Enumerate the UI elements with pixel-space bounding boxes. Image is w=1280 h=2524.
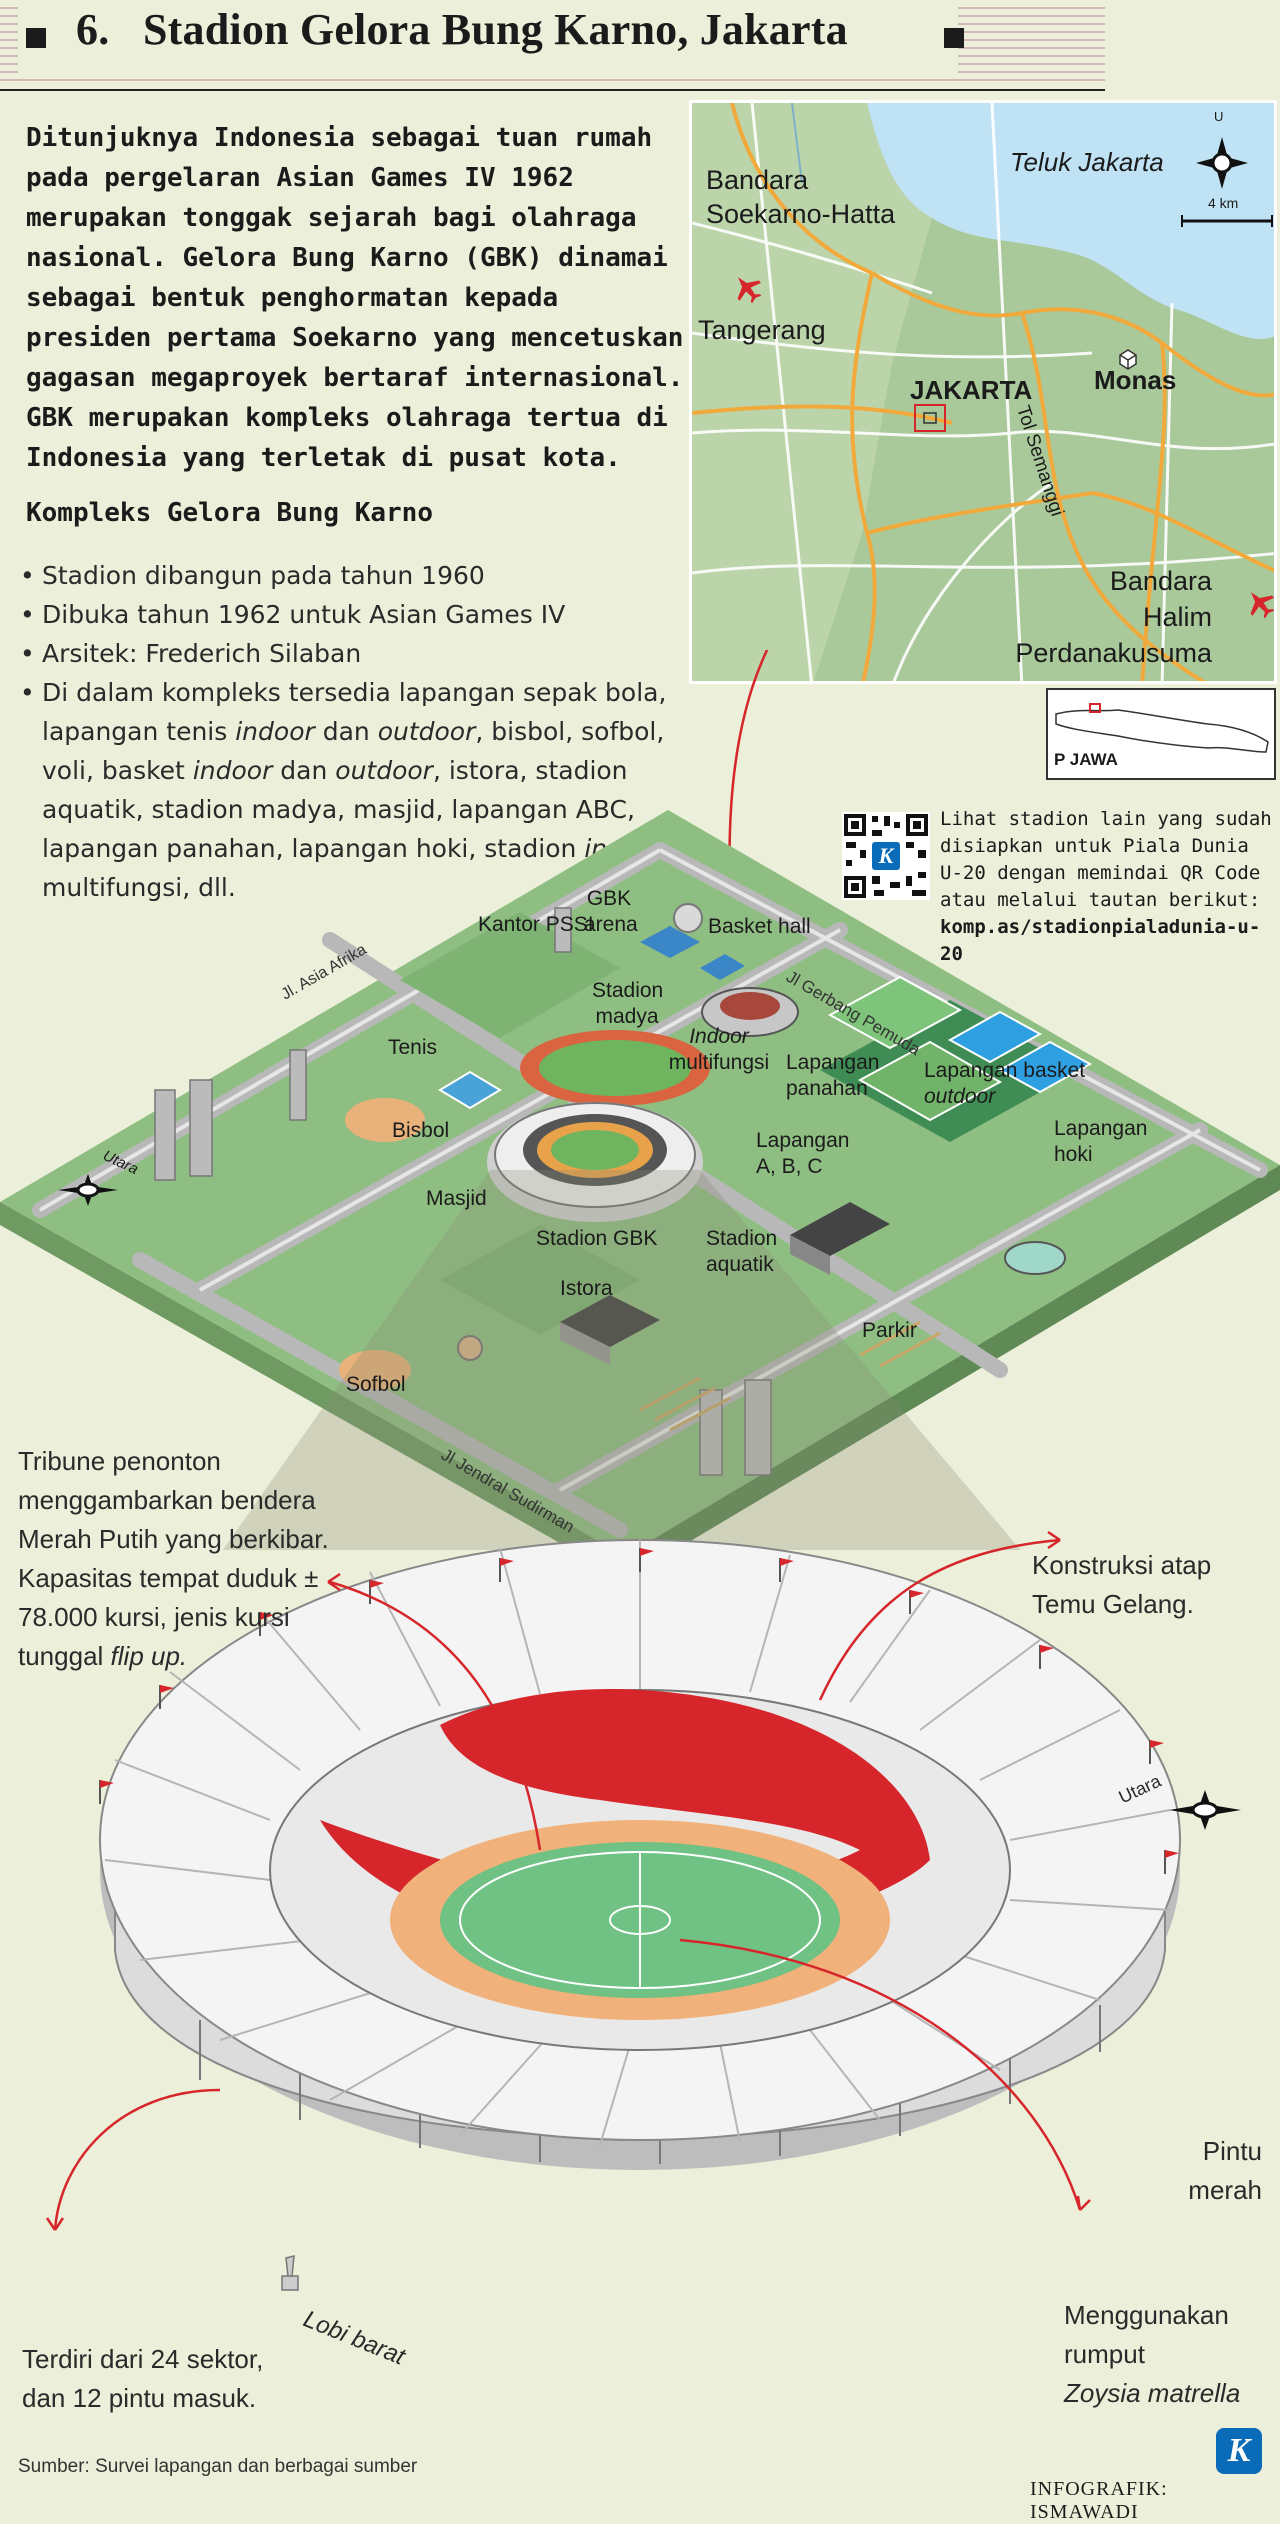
label-stadion-madya: Stadion madya	[592, 979, 664, 1028]
stadium-illustration	[45, 1530, 1241, 2291]
lobby-statue-icon	[281, 2255, 299, 2291]
compass-north-label: U	[1214, 109, 1224, 124]
flag-icon	[99, 1548, 1179, 1874]
label-masjid: Masjid	[426, 1187, 487, 1210]
compass-icon	[1169, 1790, 1241, 1830]
header-bar: 6. Stadion Gelora Bung Karno, Jakarta	[0, 0, 1105, 92]
kompas-logo-icon: K	[1216, 2428, 1262, 2474]
fact-item: Di dalam kompleks tersedia lapangan sepa…	[18, 673, 698, 907]
qr-caption: Lihat stadion lain yang sudah disiapkan …	[940, 806, 1280, 968]
pointer-arrow	[728, 650, 769, 886]
header-stripes	[0, 6, 1105, 91]
kompas-logo-icon: K	[878, 843, 895, 868]
scale-label: 4 km	[1208, 195, 1239, 211]
qr-code[interactable]: K	[842, 812, 930, 900]
callout-sectors: Terdiri dari 24 sektor, dan 12 pintu mas…	[22, 2344, 264, 2413]
complex-heading: Kompleks Gelora Bung Karno	[26, 498, 433, 528]
compass-icon	[58, 1174, 118, 1206]
java-inset-label: P JAWA	[1054, 750, 1118, 769]
label-lapangan-panahan: Lapangan panahan	[786, 1051, 880, 1100]
label-lapangan-abc: Lapangan A, B, C	[756, 1129, 850, 1178]
label-kantor-pssi: Kantor PSSI	[478, 913, 594, 936]
label-parkir: Parkir	[862, 1319, 917, 1342]
monas-label: Monas	[1094, 365, 1177, 395]
label-tenis: Tenis	[388, 1036, 438, 1059]
qr-link[interactable]: komp.as/stadionpialadunia-u-20	[940, 916, 1261, 965]
java-inset-map: P JAWA	[1046, 688, 1276, 780]
qr-code-graphic: K	[842, 812, 930, 900]
label-lapangan-basket-outdoor: Lapangan basket outdoor	[924, 1059, 1086, 1108]
label-sofbol: Sofbol	[346, 1373, 406, 1396]
callout-roof: Konstruksi atap Temu Gelang.	[1032, 1550, 1212, 1619]
airport-icon	[737, 277, 1274, 619]
fact-item: Stadion dibangun pada tahun 1960	[18, 556, 698, 595]
label-stadion-gbk: Stadion GBK	[536, 1227, 658, 1250]
facts-list: Stadion dibangun pada tahun 1960 Dibuka …	[18, 556, 698, 907]
tangerang-label: Tangerang	[698, 315, 826, 345]
page-title: 6. Stadion Gelora Bung Karno, Jakarta	[76, 5, 848, 54]
label-lapangan-hoki: Lapangan hoki	[1054, 1117, 1148, 1166]
jakarta-label: JAKARTA	[910, 375, 1033, 405]
label-bisbol: Bisbol	[392, 1119, 450, 1142]
label-gbk-arena: GBK arena	[584, 887, 638, 936]
credit-note: INFOGRAFIK: ISMAWADI	[1030, 2478, 1168, 2523]
source-note: Sumber: Survei lapangan dan berbagai sum…	[18, 2456, 418, 2477]
fact-item: Arsitek: Frederich Silaban	[18, 634, 698, 673]
header-bullet-right	[944, 28, 964, 48]
label-istora: Istora	[560, 1277, 613, 1300]
bay-label: Teluk Jakarta	[1010, 147, 1164, 177]
compass-icon	[1196, 137, 1248, 189]
fact-item: Dibuka tahun 1962 untuk Asian Games IV	[18, 595, 698, 634]
complex-isometric-map: Jl. Asia Afrika Jl Gerbang Pemuda Jl Jen…	[0, 650, 1280, 1550]
callout-tribune: Tribune penonton menggambarkan bendera M…	[18, 1446, 329, 1671]
label-stadion-aquatik: Stadion aquatik	[706, 1227, 778, 1276]
intro-paragraph-1: Ditunjuknya Indonesia sebagai tuan rumah…	[26, 123, 684, 393]
intro-paragraph-2: GBK merupakan kompleks olahraga tertua d…	[26, 403, 668, 473]
intro-text: Ditunjuknya Indonesia sebagai tuan rumah…	[26, 118, 686, 478]
label-basket-hall: Basket hall	[708, 915, 811, 938]
callout-gate: Pintu merah	[1188, 2136, 1262, 2205]
header-bullet-left	[26, 28, 46, 48]
map-graphic	[692, 103, 1274, 681]
